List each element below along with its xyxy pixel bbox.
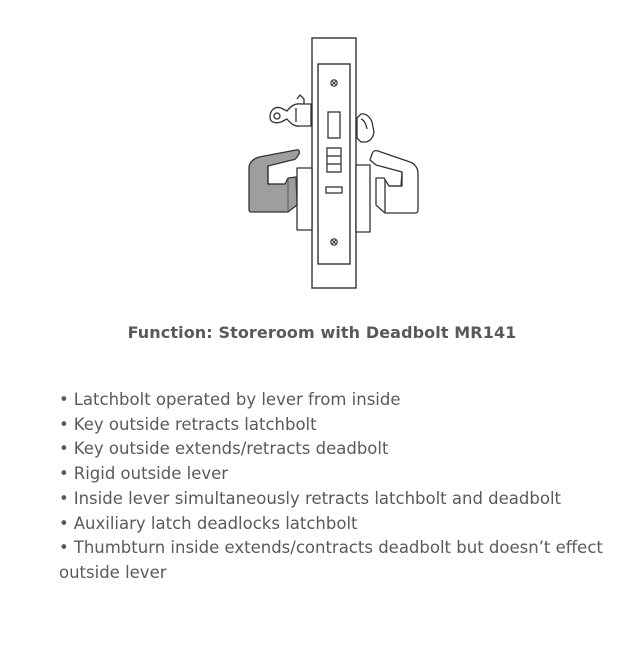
feature-text: Key outside extends/retracts deadbolt [73,439,389,459]
feature-text: Rigid outside lever [73,464,229,484]
feature-text: Thumbturn inside extends/contracts deadb… [59,538,603,582]
thumbturn-icon [356,113,375,143]
list-item: •Thumbturn inside extends/contracts dead… [59,536,619,585]
function-title: Function: Storeroom with Deadbolt MR141 [127,323,517,342]
list-item: •Inside lever simultaneously retracts la… [59,487,619,512]
feature-text: Inside lever simultaneously retracts lat… [73,488,562,508]
bullet: • [59,538,69,558]
bullet: • [59,439,69,459]
list-item: •Rigid outside lever [59,462,619,487]
auxiliary-latch [325,186,343,194]
bullet: • [59,488,69,508]
list-item: •Latchbolt operated by lever from inside [59,388,619,413]
deadbolt [327,111,341,139]
bullet: • [59,390,69,409]
bullet: • [59,513,69,533]
mortise-lock-diagram [248,37,419,289]
feature-list: •Latchbolt operated by lever from inside… [59,388,619,586]
list-item: •Key outside extends/retracts deadbolt [59,437,619,462]
list-item: •Key outside retracts latchbolt [59,413,619,438]
inside-lever-icon [355,149,419,233]
bullet: • [59,464,69,484]
bullet: • [59,414,69,434]
feature-text: Latchbolt operated by lever from inside [73,390,401,409]
outside-lever-icon [248,149,313,231]
faceplate-screw-bottom [330,238,338,246]
list-item: •Auxiliary latch deadlocks latchbolt [59,512,619,537]
latchbolt [326,147,342,173]
faceplate-screw-top [330,79,338,87]
feature-text: Auxiliary latch deadlocks latchbolt [73,513,358,533]
feature-text: Key outside retracts latchbolt [73,414,317,434]
key-icon [269,94,312,127]
